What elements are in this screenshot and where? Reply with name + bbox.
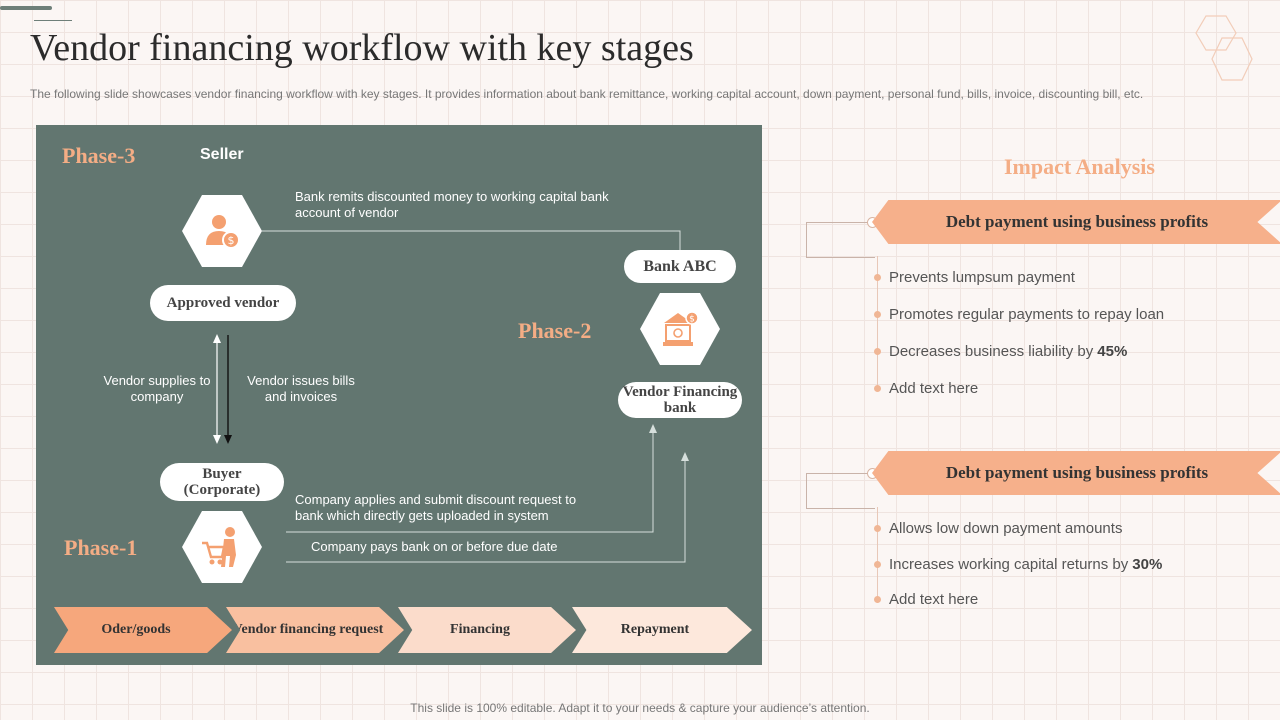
bank-building-icon: $ xyxy=(663,311,699,346)
impact-heading-1: Debt payment using business profits xyxy=(872,200,1280,244)
workflow-panel: Phase-3 Seller $ Bank remits discounted … xyxy=(36,125,762,665)
impact-heading-2: Debt payment using business profits xyxy=(872,451,1280,495)
vendor-issues-text: Vendor issues bills and invoices xyxy=(247,373,355,404)
seller-label: Seller xyxy=(200,146,244,163)
company-pays-text: Company pays bank on or before due date xyxy=(311,539,558,554)
group-2-vertical-line xyxy=(877,507,878,603)
impact-item: Prevents lumpsum payment xyxy=(874,269,1075,286)
stage-arrow-request: Vendor financing request xyxy=(226,607,404,653)
shopping-cart-person-icon xyxy=(202,527,236,567)
bank-abc-pill: Bank ABC xyxy=(624,250,736,283)
group-1-bracket xyxy=(806,222,875,258)
stage-arrow-repayment: Repayment xyxy=(572,607,752,653)
phase-3-label: Phase-3 xyxy=(62,143,136,168)
vendor-financing-bank-pill: Vendor Financing bank xyxy=(618,382,742,418)
impact-item: Add text here xyxy=(874,380,978,397)
vendor-supplies-text: Vendor supplies to company xyxy=(103,373,211,404)
footer-note: This slide is 100% editable. Adapt it to… xyxy=(410,701,870,715)
bank-remits-text: Bank remits discounted money to working … xyxy=(295,189,609,220)
page-subtitle: The following slide showcases vendor fin… xyxy=(30,87,1144,101)
impact-item: Add text here xyxy=(874,591,978,608)
phase-2-label: Phase-2 xyxy=(518,318,592,343)
buyer-pill: Buyer (Corporate) xyxy=(160,463,284,501)
company-applies-text: Company applies and submit discount requ… xyxy=(295,492,577,523)
hexagon-decoration-icon xyxy=(1195,15,1253,81)
approved-vendor-pill: Approved vendor xyxy=(150,285,296,321)
group-2-bracket xyxy=(806,473,875,509)
impact-item: Promotes regular payments to repay loan xyxy=(874,306,1164,323)
header-accent-bar xyxy=(0,6,52,10)
impact-analysis-title: Impact Analysis xyxy=(1004,154,1155,179)
workflow-connector-lines xyxy=(213,230,689,563)
svg-text:$: $ xyxy=(689,315,695,325)
group-1-vertical-line xyxy=(877,256,878,390)
svg-text:$: $ xyxy=(228,234,235,247)
header-accent-line xyxy=(34,20,72,21)
vendor-person-icon: $ xyxy=(206,215,240,249)
page-title: Vendor financing workflow with key stage… xyxy=(30,27,694,69)
stage-arrow-financing: Financing xyxy=(398,607,576,653)
impact-item: Allows low down payment amounts xyxy=(874,520,1122,537)
phase-1-label: Phase-1 xyxy=(64,535,138,560)
stage-arrow-order: Oder/goods xyxy=(54,607,232,653)
